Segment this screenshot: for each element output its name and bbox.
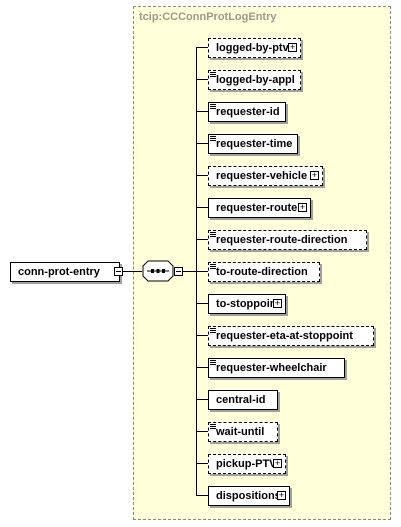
element-label: pickup-PTV (216, 458, 277, 470)
element-label: requester-route-direction (216, 234, 348, 246)
simple-content-icon (210, 136, 216, 142)
element-requester-wheelchair[interactable]: requester-wheelchair (208, 358, 345, 378)
element-requester-eta-at-stoppoint[interactable]: requester-eta-at-stoppoint (208, 326, 374, 346)
child-connector (196, 207, 208, 208)
element-label: requester-wheelchair (216, 362, 327, 374)
child-connector (196, 175, 208, 176)
element-label: to-route-direction (216, 266, 308, 278)
child-connector (196, 111, 208, 112)
sequence-collapse-icon[interactable] (174, 267, 183, 276)
element-label: to-stoppoint (216, 298, 281, 310)
element-logged-by-ptv[interactable]: logged-by-ptv (208, 38, 301, 58)
child-connector (196, 367, 208, 368)
element-logged-by-appl[interactable]: logged-by-appl (208, 70, 301, 90)
child-connector (196, 79, 208, 80)
simple-content-icon (210, 360, 216, 366)
expand-plus-icon[interactable]: + (298, 202, 307, 212)
child-connector (196, 143, 208, 144)
simple-content-icon (210, 104, 216, 110)
element-label: central-id (216, 394, 266, 406)
root-element[interactable]: conn-prot-entry (10, 262, 120, 282)
root-collapse-icon[interactable] (114, 267, 123, 276)
child-connector (196, 47, 208, 48)
root-connector (123, 271, 142, 272)
element-label: requester-time (216, 138, 293, 150)
element-to-stoppoint[interactable]: to-stoppoint (208, 294, 286, 314)
child-connector (196, 335, 208, 336)
element-label: requester-eta-at-stoppoint (216, 330, 353, 342)
element-to-route-direction[interactable]: to-route-direction (208, 262, 320, 282)
expand-plus-icon[interactable]: + (273, 458, 282, 468)
expand-plus-icon[interactable]: + (273, 298, 282, 308)
element-wait-until[interactable]: wait-until (208, 422, 278, 442)
child-connector (196, 495, 208, 496)
sequence-connector (183, 271, 197, 272)
simple-content-icon (210, 232, 216, 238)
element-requester-time[interactable]: requester-time (208, 134, 298, 154)
child-connector (196, 399, 208, 400)
expand-plus-icon[interactable]: + (288, 42, 297, 52)
element-label: wait-until (216, 426, 265, 438)
simple-content-icon (210, 264, 216, 270)
expand-plus-icon[interactable]: + (277, 490, 286, 500)
simple-content-icon (210, 424, 216, 430)
child-connector (196, 271, 208, 272)
child-connector (196, 431, 208, 432)
element-requester-id[interactable]: requester-id (208, 102, 286, 122)
child-connector (196, 239, 208, 240)
element-central-id[interactable]: central-id (208, 390, 278, 410)
element-dispositions[interactable]: dispositions (208, 486, 290, 506)
element-requester-vehicle[interactable]: requester-vehicle (208, 166, 323, 186)
child-connector (196, 463, 208, 464)
child-connector (196, 303, 208, 304)
element-pickup-ptv[interactable]: pickup-PTV (208, 454, 286, 474)
element-label: logged-by-ptv (216, 42, 289, 54)
element-label: requester-vehicle (216, 170, 308, 182)
sequence-compositor-icon (142, 260, 174, 282)
element-label: logged-by-appl (216, 74, 295, 86)
expand-plus-icon[interactable]: + (310, 170, 319, 180)
root-element-label: conn-prot-entry (18, 266, 100, 278)
element-requester-route-direction[interactable]: requester-route-direction (208, 230, 367, 250)
element-label: requester-id (216, 106, 280, 118)
element-requester-route[interactable]: requester-route (208, 198, 311, 218)
element-label: dispositions (216, 490, 281, 502)
simple-content-icon (210, 72, 216, 78)
element-label: requester-route (216, 202, 298, 214)
simple-content-icon (210, 328, 216, 334)
type-name-label: tcip:CCConnProtLogEntry (139, 11, 277, 23)
